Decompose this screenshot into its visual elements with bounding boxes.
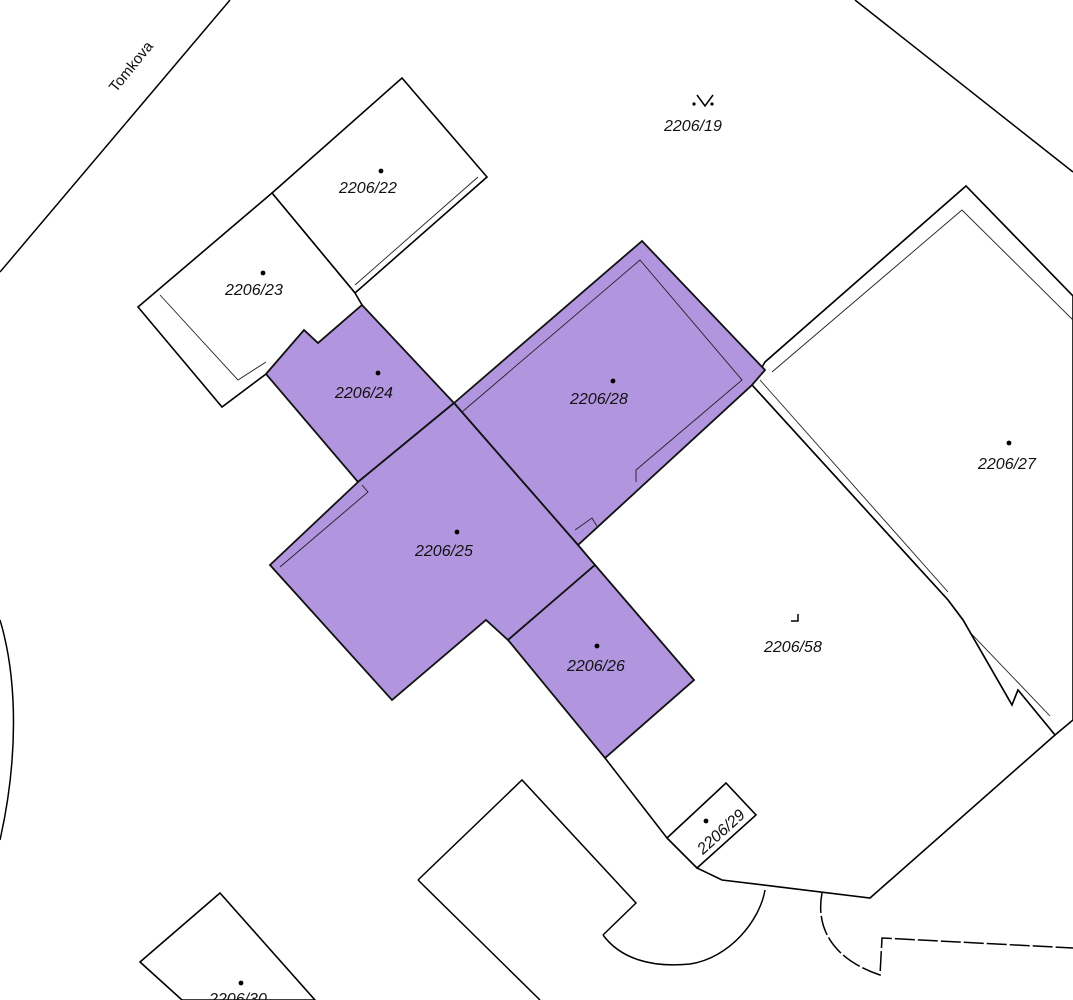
parcel-2206-22-point: [378, 168, 384, 174]
parcel-2206-27-inner-line: [771, 209, 1073, 373]
parcel-2206-25-point: [454, 529, 460, 535]
building-outline-lower: [417, 778, 638, 936]
parcel-2206-27-inner-line-2: [759, 379, 949, 593]
parcel-label-2206-23: 2206/23: [224, 282, 283, 299]
parcel-2206-19-boundary: [854, 0, 1073, 173]
parcel-2206-58-symbol: [791, 614, 799, 622]
parcel-label-2206-27: 2206/27: [977, 456, 1037, 473]
parcel-2206-30[interactable]: [138, 891, 317, 1000]
parcel-2206-23-inner-line: [159, 294, 267, 381]
parcel-2206-23-point: [260, 270, 266, 276]
parcel-label-2206-28: 2206/28: [569, 391, 628, 408]
parcel-2206-19-symbol: [696, 94, 714, 108]
parcel-label-2206-58: 2206/58: [763, 639, 822, 656]
dashed-boundary-bottom: [819, 892, 1073, 977]
parcel-2206-27-point: [1006, 440, 1012, 446]
driveway-curve: [602, 889, 766, 966]
parcel-2206-24-point: [375, 370, 381, 376]
parcel-2206-26[interactable]: [506, 563, 696, 760]
parcel-2206-28-inner-line-2: [574, 517, 599, 531]
parcel-2206-22-inner-line: [354, 176, 479, 286]
parcel-label-2206-19: 2206/19: [663, 118, 722, 135]
parcel-2206-30-point: [238, 980, 244, 986]
parcel-label-2206-26: 2206/26: [566, 658, 625, 675]
left-curve-boundary: [0, 619, 15, 841]
parcel-label-2206-24: 2206/24: [334, 385, 393, 402]
parcel-2206-27-inner-line-3: [961, 623, 1051, 717]
parcel-label-2206-22: 2206/22: [338, 180, 397, 197]
parcel-2206-28-inner-line: [461, 259, 743, 482]
parcel-2206-29-point: [703, 818, 709, 824]
lower-left-boundary: [417, 879, 541, 1000]
parcel-2206-25-inner-line: [279, 484, 369, 568]
parcel-2206-28-point: [610, 378, 616, 384]
parcel-label-2206-25: 2206/25: [414, 543, 473, 560]
parcel-2206-29[interactable]: [665, 781, 758, 870]
street-boundary-line: [0, 0, 231, 273]
parcel-label-2206-30: 2206/30: [208, 991, 267, 1000]
street-label-tomkova: Tomkova: [106, 38, 157, 96]
parcel-2206-26-point: [594, 643, 600, 649]
parcel-2206-19-symbol-dot: [692, 102, 696, 106]
parcel-2206-19-symbol-dot-2: [710, 102, 714, 106]
